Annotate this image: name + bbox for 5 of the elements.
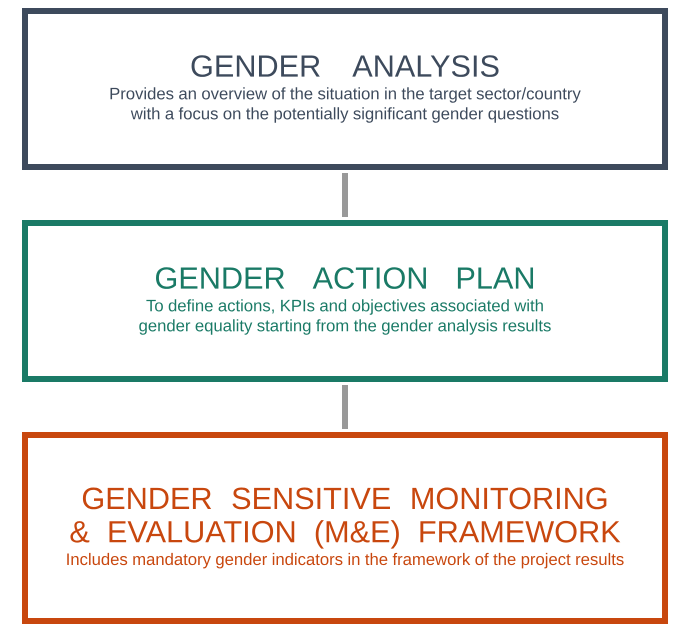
- process-box: GENDER ACTION PLAN To define actions, KPIs and objectives associated with gender equality starting from the gender analysis results: [22, 220, 668, 382]
- connector-line: [342, 173, 348, 217]
- connector-line: [342, 385, 348, 429]
- process-box: GENDER ANALYSIS Provides an overview of the situation in the target sector/country with a focus on the potentially significant gender questions: [22, 8, 668, 170]
- process-box: GENDER SENSITIVE MONITORING & EVALUATION (M&E) FRAMEWORK Includes mandatory gender indicators in the framework of the project results: [22, 432, 668, 624]
